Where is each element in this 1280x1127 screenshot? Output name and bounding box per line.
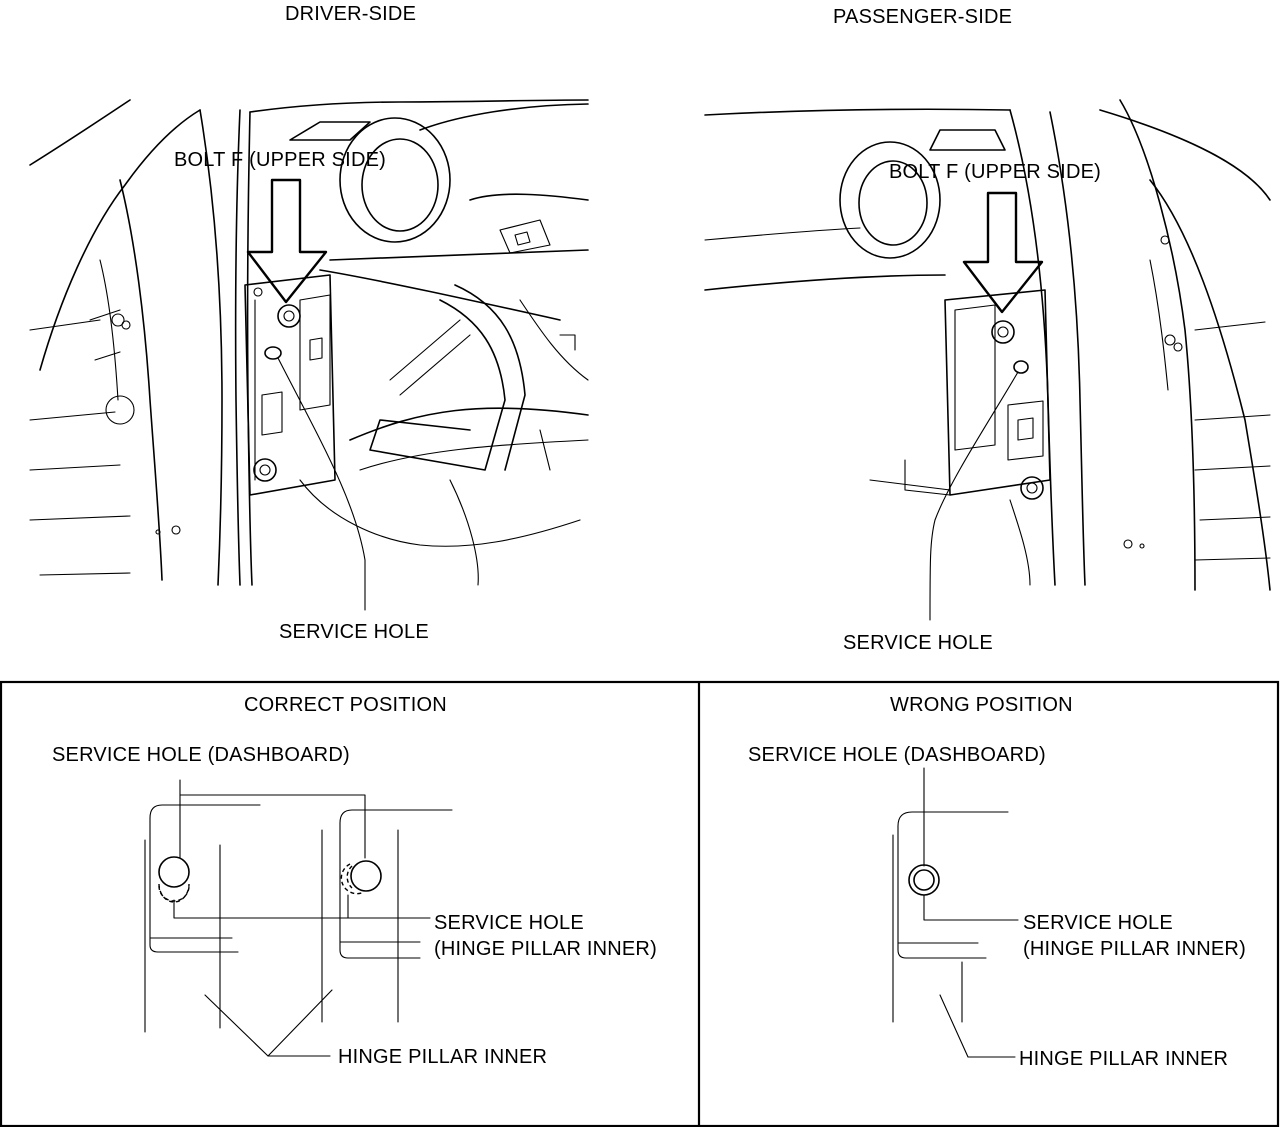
correct-pillar-hole-label-line2: (HINGE PILLAR INNER) [434,938,657,960]
wrong-pillar-hole-label-line1: SERVICE HOLE [1023,912,1173,934]
bottom-panels-frame [0,680,1280,1127]
correct-pillar-label: HINGE PILLAR INNER [338,1046,548,1068]
correct-pillar-hole-label-line1: SERVICE HOLE [434,912,584,934]
driver-side-heading: DRIVER-SIDE [285,3,417,25]
wrong-pillar-hole-label-line2: (HINGE PILLAR INNER) [1023,938,1246,960]
passenger-side-illustration [704,99,1271,621]
wrong-pillar-label: HINGE PILLAR INNER [1019,1048,1229,1070]
passenger-bolt-label: BOLT F (UPPER SIDE) [889,161,1101,183]
wrong-position-heading: WRONG POSITION [890,694,1073,716]
driver-service-hole-label: SERVICE HOLE [279,621,429,643]
correct-position-heading: CORRECT POSITION [244,694,447,716]
driver-bolt-label: BOLT F (UPPER SIDE) [174,149,386,171]
passenger-side-heading: PASSENGER-SIDE [833,6,1013,28]
wrong-position-diagram [892,767,1019,1058]
driver-side-illustration [29,99,589,611]
correct-position-diagram [144,779,453,1057]
correct-dashboard-hole-label: SERVICE HOLE (DASHBOARD) [52,744,350,766]
passenger-service-hole-label: SERVICE HOLE [843,632,993,654]
wrong-dashboard-hole-label: SERVICE HOLE (DASHBOARD) [748,744,1046,766]
